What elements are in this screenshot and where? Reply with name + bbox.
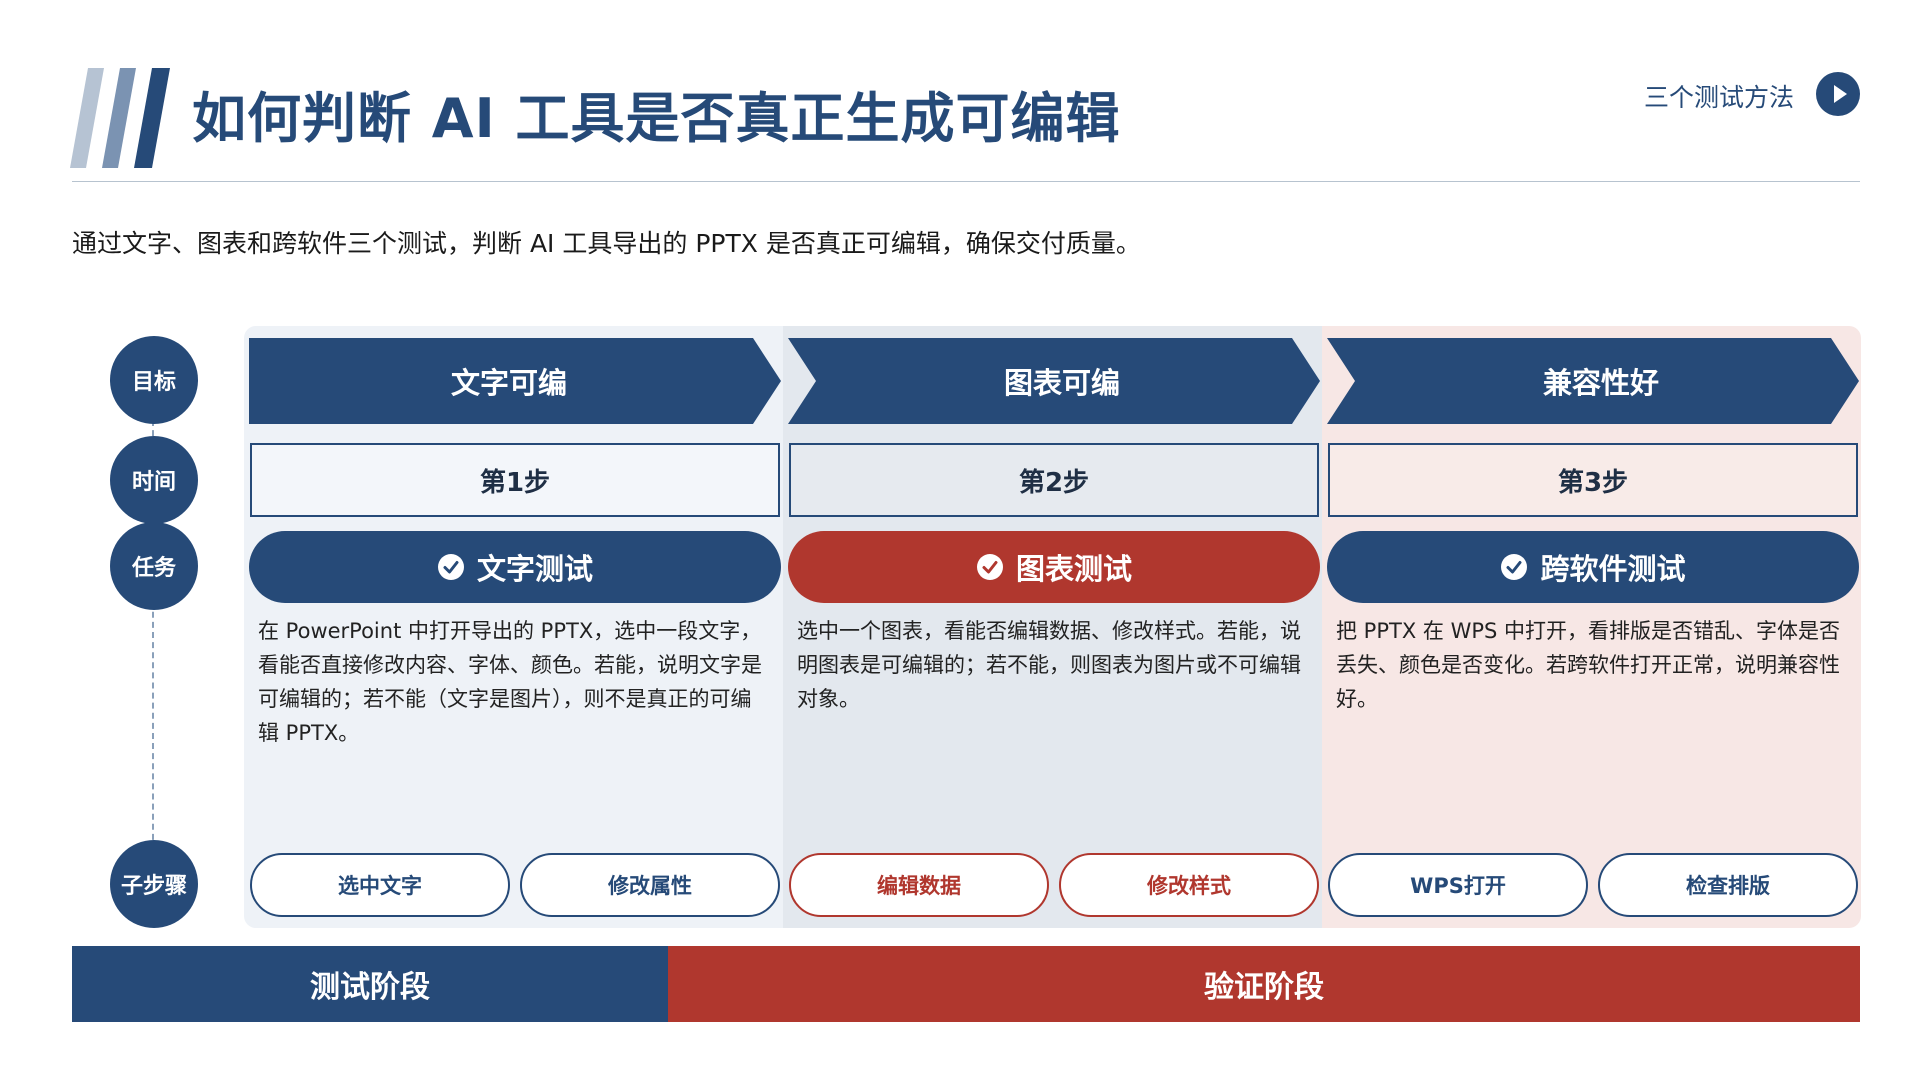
task-description-3: 把 PPTX 在 WPS 中打开，看排版是否错乱、字体是否丢失、颜色是否变化。若…	[1336, 619, 1840, 711]
step-box-1: 第1步	[250, 443, 780, 517]
row-label-goal: 目标	[110, 336, 198, 424]
substep-button-open-in-wps[interactable]: WPS打开	[1328, 853, 1588, 917]
chevron-shape	[1327, 338, 1859, 424]
next-button[interactable]	[1816, 72, 1860, 116]
substep-button-modify-style[interactable]: 修改样式	[1059, 853, 1319, 917]
task-description-1: 在 PowerPoint 中打开导出的 PPTX，选中一段文字，看能否直接修改内…	[258, 619, 762, 745]
task-label: 跨软件测试	[1540, 552, 1686, 586]
chevron-shape	[788, 338, 1320, 424]
task-label: 文字测试	[476, 552, 593, 586]
step-box-3: 第3步	[1328, 443, 1858, 517]
timeline-connector	[152, 420, 154, 850]
goal-chevron-2: 图表可编	[788, 338, 1320, 424]
task-description-2: 选中一个图表，看能否编辑数据、修改样式。若能，说明图表是可编辑的；若不能，则图表…	[797, 619, 1301, 711]
goal-label: 图表可编	[1003, 366, 1120, 400]
goal-label: 文字可编	[450, 366, 567, 400]
page-subtitle: 通过文字、图表和跨软件三个测试，判断 AI 工具导出的 PPTX 是否真正可编辑…	[72, 229, 1141, 258]
play-arrow-icon	[1834, 85, 1847, 103]
row-label-task: 任务	[110, 522, 198, 610]
check-circle-icon	[437, 554, 464, 580]
title-stripes-decoration	[70, 68, 170, 168]
substep-button-edit-data[interactable]: 编辑数据	[789, 853, 1049, 917]
task-pill-3: 跨软件测试	[1327, 531, 1859, 603]
column-1-background	[244, 326, 783, 928]
substep-button-select-text[interactable]: 选中文字	[250, 853, 510, 917]
nav-label: 三个测试方法	[1643, 83, 1794, 112]
goal-chevron-3: 兼容性好	[1327, 338, 1859, 424]
column-2-background	[783, 326, 1322, 928]
phase-verification: 验证阶段	[668, 946, 1860, 1022]
row-label-substeps: 子步骤	[110, 840, 198, 928]
substep-button-check-layout[interactable]: 检查排版	[1598, 853, 1858, 917]
check-circle-icon	[1501, 554, 1528, 580]
step-box-2: 第2步	[789, 443, 1319, 517]
page-title: 如何判断 AI 工具是否真正生成可编辑	[192, 87, 1121, 150]
task-pill-1: 文字测试	[249, 531, 781, 603]
substep-button-modify-properties[interactable]: 修改属性	[520, 853, 780, 917]
check-circle-icon	[976, 554, 1003, 580]
header-divider	[72, 181, 1860, 182]
chevron-shape	[249, 338, 781, 424]
phase-testing: 测试阶段	[72, 946, 668, 1022]
column-3-background	[1322, 326, 1861, 928]
row-label-time: 时间	[110, 436, 198, 524]
goal-chevron-1: 文字可编	[249, 338, 781, 424]
task-pill-2: 图表测试	[788, 531, 1320, 603]
task-label: 图表测试	[1015, 552, 1132, 586]
goal-label: 兼容性好	[1542, 366, 1659, 400]
